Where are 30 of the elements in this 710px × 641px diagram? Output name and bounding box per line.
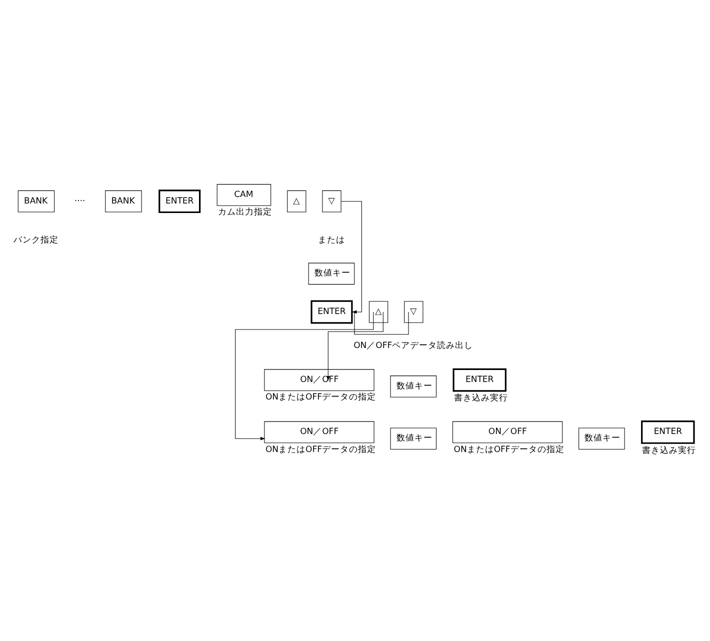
arrow <box>235 312 374 440</box>
label: ON／OFFペアデータ読み出し <box>354 341 474 352</box>
node-label: ONまたはOFFデータの指定 <box>266 444 376 455</box>
node-box: 数値キー <box>578 428 625 450</box>
node-box: ENTER <box>310 300 353 324</box>
node-box: ENTER <box>158 190 201 214</box>
node-box: 数値キー <box>308 262 355 285</box>
node-label: 書き込み実行 <box>454 394 508 404</box>
node-label: ONまたはOFFデータの指定 <box>266 392 376 403</box>
arrow <box>326 312 384 381</box>
node-box: ▽ <box>322 190 342 212</box>
node-label: カム出力指定 <box>218 208 272 218</box>
label: または <box>318 236 345 246</box>
node-box: CAM <box>216 184 272 206</box>
node-box: △ <box>368 301 388 323</box>
node-label: ONまたはOFFデータの指定 <box>454 444 564 455</box>
node-box: ▽ <box>404 301 424 323</box>
node-box: △ <box>287 190 306 212</box>
arrow <box>340 201 362 314</box>
node-box: 数値キー <box>390 428 437 450</box>
node-box: ENTER <box>452 368 506 392</box>
node-box: BANK <box>18 190 55 212</box>
label: バンク指定 <box>14 236 59 246</box>
node-box: ON／OFF <box>264 421 374 444</box>
node-box: BANK <box>105 190 142 212</box>
node-label: 書き込み実行 <box>642 446 696 456</box>
node-box: ON／OFF <box>452 421 563 444</box>
node-box: 数値キー <box>390 376 437 398</box>
node-box: ENTER <box>641 420 695 444</box>
label: ···· <box>74 196 86 206</box>
